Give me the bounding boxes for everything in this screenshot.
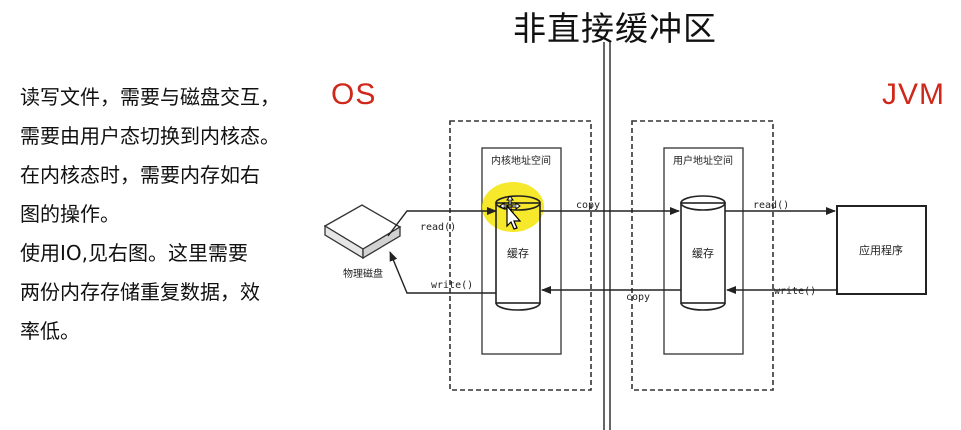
application-label: 应用程序 — [859, 243, 903, 257]
physical-disk-label: 物理磁盘 — [343, 267, 383, 280]
write-app-label: write() — [774, 286, 816, 297]
user-space-label: 用户地址空间 — [673, 154, 733, 167]
read-app-label: read() — [753, 200, 789, 211]
copy-bottom-label: copy — [626, 292, 650, 303]
kernel-space-label: 内核地址空间 — [491, 154, 551, 167]
read-disk-label: read() — [420, 222, 456, 233]
write-disk-label: write() — [431, 280, 473, 291]
user-cache-label: 缓存 — [692, 246, 714, 260]
center-divider — [604, 42, 610, 430]
kernel-cache-label: 缓存 — [507, 246, 529, 260]
move-cursor-icon — [499, 196, 525, 232]
physical-disk-icon — [325, 205, 400, 258]
copy-top-label: copy — [576, 200, 600, 211]
